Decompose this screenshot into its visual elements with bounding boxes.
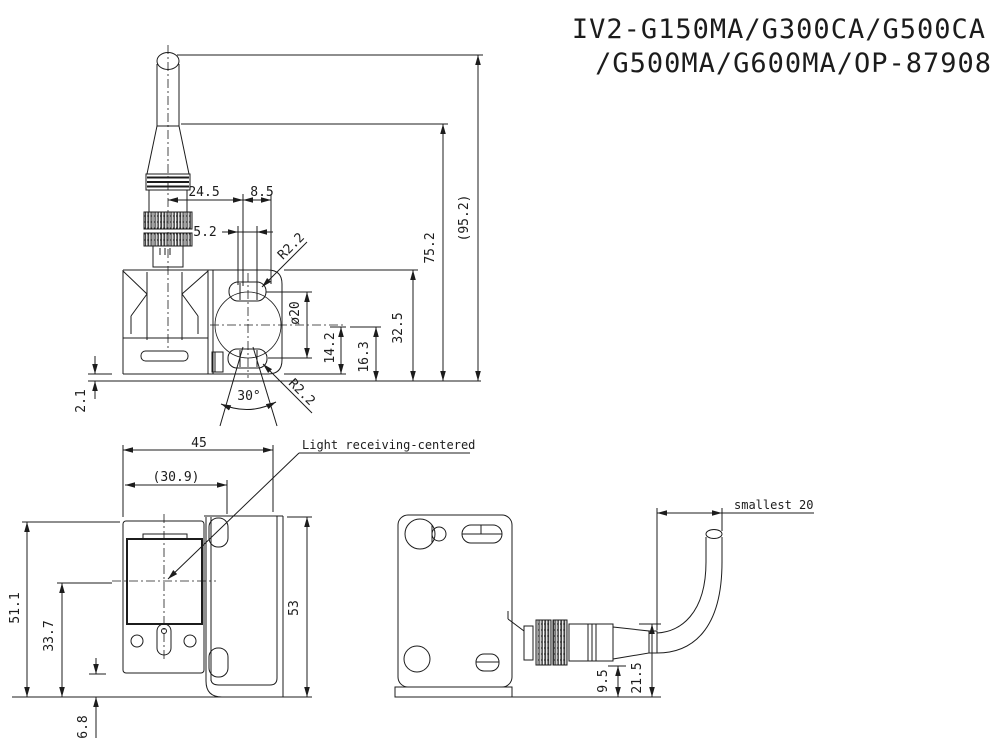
dim-24-5: 24.5 [188, 185, 219, 200]
dim-5-2: 5.2 [193, 225, 216, 240]
mount-hole-top [404, 518, 436, 550]
angle-label: 30° [237, 389, 260, 404]
dim-diameter: ø20 [288, 301, 303, 324]
dim-angle: 30° [219, 346, 278, 427]
adjuster-slot [156, 623, 172, 656]
dims-horizontal: 24.5 8.5 5.2 [168, 185, 274, 286]
dims-front-vertical: 51.1 33.7 6.8 53 [8, 516, 312, 739]
connector-m12 [143, 45, 193, 350]
title-block: IV2-G150MA/G300CA/G500CA /G500MA/G600MA/… [572, 14, 992, 79]
side-connector [523, 619, 658, 666]
light-receiving-label: Light receiving-centered [302, 438, 475, 452]
dims-barrel: ø20 14.2 16.3 [266, 291, 381, 381]
dims-height: 32.5 75.2 (95.2) [177, 54, 483, 381]
dim-32-5: 32.5 [391, 312, 406, 343]
front-view: 45 (30.9) Light receiving-centered 51.1 … [8, 436, 475, 739]
clamp-claw-top [228, 281, 267, 302]
clamp-claw-bottom [227, 348, 268, 369]
front-body [112, 514, 216, 674]
sensor-head-collar [122, 270, 209, 374]
dim-51-1: 51.1 [8, 592, 23, 623]
dim-75-2: 75.2 [423, 232, 438, 263]
dims-width: 45 (30.9) [122, 436, 274, 517]
light-receiving-callout: Light receiving-centered [167, 438, 475, 580]
dim-21-5: 21.5 [630, 662, 645, 693]
dim-16-3: 16.3 [357, 341, 372, 372]
dim-95-2: (95.2) [457, 195, 472, 242]
dim-bend-radius: smallest 20 [656, 498, 814, 630]
side-cable [656, 529, 723, 654]
dim-14-2: 14.2 [323, 332, 338, 363]
dim-45: 45 [191, 436, 207, 451]
dim-30-9: (30.9) [153, 470, 200, 485]
dim-6-8: 6.8 [76, 715, 91, 738]
dim-8-5: 8.5 [250, 185, 273, 200]
dim-smallest-20: smallest 20 [734, 498, 813, 512]
dim-33-7: 33.7 [42, 620, 57, 651]
mount-hole-bottom [403, 645, 431, 673]
dim-step: 2.1 [74, 356, 112, 413]
side-view: smallest 20 9.5 21.5 [394, 498, 814, 698]
sensor-head-body [123, 269, 346, 378]
dims-side-vertical: 9.5 21.5 [395, 623, 661, 698]
title-line-1: IV2-G150MA/G300CA/G500CA [572, 14, 986, 45]
title-line-2: /G500MA/G600MA/OP-87908 [595, 48, 992, 79]
dim-2-1: 2.1 [74, 389, 89, 412]
indicator-left [130, 634, 144, 648]
top-view: 24.5 8.5 5.2 R2.2 R2.2 ø20 14.2 16. [74, 45, 483, 427]
indicator-right [183, 634, 197, 648]
receiver-window [126, 538, 203, 625]
dim-9-5: 9.5 [596, 669, 611, 692]
dim-53: 53 [287, 600, 302, 616]
front-bracket [204, 515, 284, 698]
side-bracket-plate [394, 514, 525, 698]
